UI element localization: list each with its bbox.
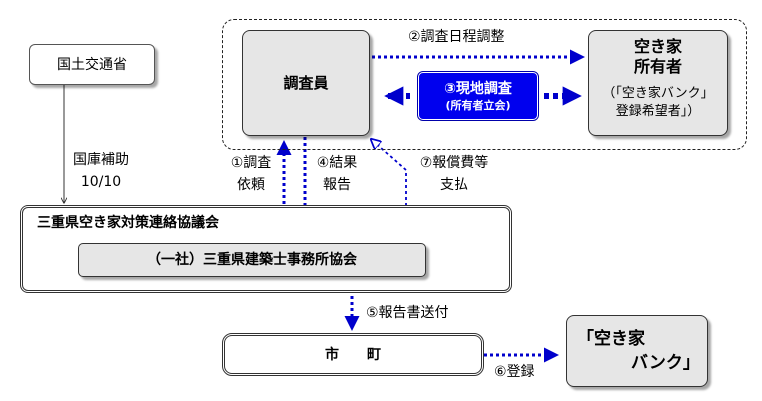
onsite-survey-box: ③現地調査 (所有者立会) <box>417 71 539 121</box>
mlit-label: 国土交通省 <box>57 56 127 73</box>
request-label-line1: ①調査 <box>230 155 272 171</box>
mlit-box: 国土交通省 <box>29 44 155 85</box>
owner-title-line1: 空き家 <box>633 37 682 56</box>
akiya-bank-line2: バンク」 <box>631 353 700 373</box>
investigator-box: 調査員 <box>242 30 370 136</box>
architects-association-label: （一社）三重県建築士事務所協会 <box>147 252 357 268</box>
investigation-group <box>222 19 747 150</box>
architects-association-box: （一社）三重県建築士事務所協会 <box>78 243 426 277</box>
payment-label-line2: 支払 <box>440 177 468 193</box>
investigator-label: 調査員 <box>283 74 329 92</box>
onsite-survey-title: ③現地調査 <box>444 80 512 97</box>
request-label: ①調査 依頼 <box>224 154 278 194</box>
municipality-label: 市 町 <box>325 346 381 363</box>
register-label: ⑥登録 <box>494 364 535 380</box>
subsidy-label-line1: 国庫補助 <box>73 152 129 168</box>
akiya-bank-box: 「空き家 バンク」 <box>566 315 708 387</box>
owner-sub-line2: 登録希望者」） <box>615 104 701 119</box>
schedule-label: ②調査日程調整 <box>408 29 505 45</box>
result-label-line1: ④結果 <box>316 155 358 171</box>
payment-label-line1: ⑦報償費等 <box>419 155 489 171</box>
subsidy-label-line2: 10/10 <box>80 174 122 190</box>
municipality-box: 市 町 <box>222 333 484 376</box>
payment-label: ⑦報償費等 支払 <box>412 154 496 194</box>
subsidy-label: 国庫補助 10/10 <box>68 151 134 191</box>
council-label: 三重県空き家対策連絡協議会 <box>37 215 219 231</box>
owner-sub-line1: （「空き家バンク」 <box>602 86 714 101</box>
onsite-survey-sub: (所有者立会) <box>445 98 511 112</box>
result-label-line2: 報告 <box>323 177 351 193</box>
owner-box: 空き家 所有者 （「空き家バンク」 登録希望者」） <box>588 30 728 136</box>
result-label: ④結果 報告 <box>310 154 364 194</box>
send-report-label: ⑤報告書送付 <box>366 305 449 321</box>
owner-title-line2: 所有者 <box>633 57 682 76</box>
akiya-bank-line1: 「空き家 <box>577 329 645 349</box>
request-label-line2: 依頼 <box>237 177 265 193</box>
